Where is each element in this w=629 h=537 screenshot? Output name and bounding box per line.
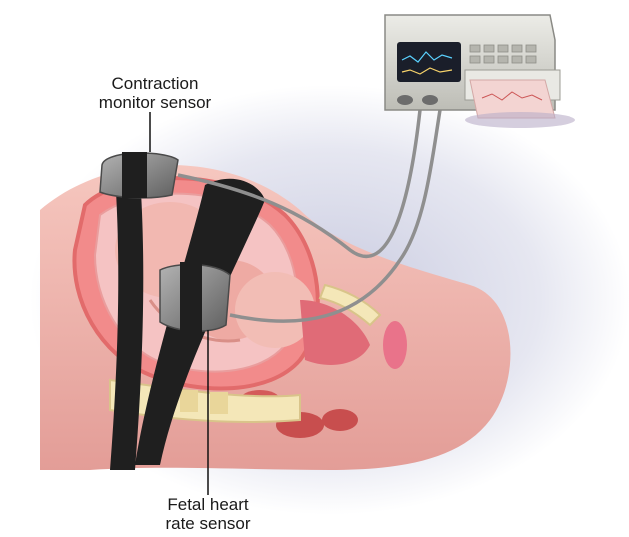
contraction-sensor [100,152,178,198]
fetal-heart-sensor-label: Fetal heart rate sensor [138,495,278,533]
contraction-label-line1: Contraction [70,74,240,93]
bladder [383,321,407,369]
contraction-sensor-label: Contraction monitor sensor [70,74,240,112]
fetal-monitor [385,15,560,118]
monitor-screen [397,42,461,82]
fetal-heart-sensor [160,262,230,332]
fetal-label-line2: rate sensor [138,514,278,533]
contraction-label-line2: monitor sensor [70,93,240,112]
fetal-label-line1: Fetal heart [138,495,278,514]
monitor-shadow [465,112,575,128]
